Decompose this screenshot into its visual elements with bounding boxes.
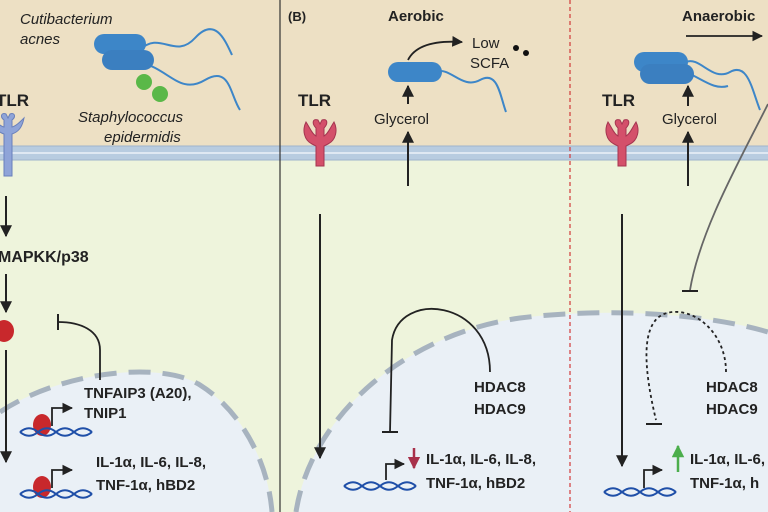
- scfa-label: SCFA: [470, 55, 509, 72]
- label-epidermidis: epidermidis: [104, 129, 181, 146]
- hdac8-b-label: HDAC8: [474, 379, 526, 396]
- bacterium-c-icon: [634, 52, 761, 111]
- extracellular-space: [0, 0, 768, 146]
- anaerobic-label: Anaerobic: [682, 8, 755, 25]
- mapkk-label: MAPKK/p38: [0, 249, 89, 266]
- inhibitor-line-2: TNIP1: [84, 405, 127, 422]
- cytokines-c-line-2: TNF-1α, h: [690, 475, 759, 492]
- nfkb-icon: [0, 320, 14, 342]
- cytokines-b-line-2: TNF-1α, hBD2: [426, 475, 525, 492]
- hdac9-b-label: HDAC9: [474, 401, 526, 418]
- scfa-dot-1: [513, 45, 519, 51]
- label-staphylococcus: Staphylococcus: [78, 109, 184, 126]
- promoter-arrow-c: [643, 464, 664, 488]
- staphylococcus-icon: [136, 74, 168, 102]
- aerobic-label: Aerobic: [388, 8, 444, 25]
- cutibacterium-icon: [94, 28, 241, 111]
- glycerol-c-label: Glycerol: [662, 111, 717, 128]
- hdac8-c-label: HDAC8: [706, 379, 758, 396]
- glycerol-b-label: Glycerol: [374, 111, 429, 128]
- scfa-dot-2: [523, 50, 529, 56]
- hdac9-c-label: HDAC9: [706, 401, 758, 418]
- hdac-inhibition-c: [645, 311, 727, 421]
- promoter-arrow-b: [385, 458, 406, 480]
- promoter-arrow-2: [51, 464, 74, 488]
- tlr-receptor-a-icon: [0, 113, 25, 177]
- cytokines-a-line-1: IL-1α, IL-6, IL-8,: [96, 454, 206, 471]
- label-acnes: acnes: [20, 31, 61, 48]
- promoter-arrow-1: [51, 402, 74, 426]
- tlr-label-a: TLR: [0, 91, 29, 110]
- cytokines-a-line-2: TNF-1α, hBD2: [96, 477, 195, 494]
- arrow-to-scfa: [407, 36, 464, 61]
- low-label: Low: [472, 35, 500, 52]
- tlr-label-c: TLR: [602, 91, 635, 110]
- inhibitor-line-1: TNFAIP3 (A20),: [84, 385, 192, 402]
- panel-b-label: (B): [288, 9, 306, 24]
- tlr-label-b: TLR: [298, 91, 331, 110]
- cytokines-c-line-1: IL-1α, IL-6,: [690, 451, 765, 468]
- inhibition-a20: [57, 321, 101, 380]
- scfa-inhibition-c: [689, 103, 768, 291]
- bacterium-b-icon: [388, 62, 507, 113]
- label-cutibacterium: Cutibacterium: [20, 11, 113, 28]
- hdac-inhibition-b: [389, 308, 491, 433]
- cytokines-b-line-1: IL-1α, IL-6, IL-8,: [426, 451, 536, 468]
